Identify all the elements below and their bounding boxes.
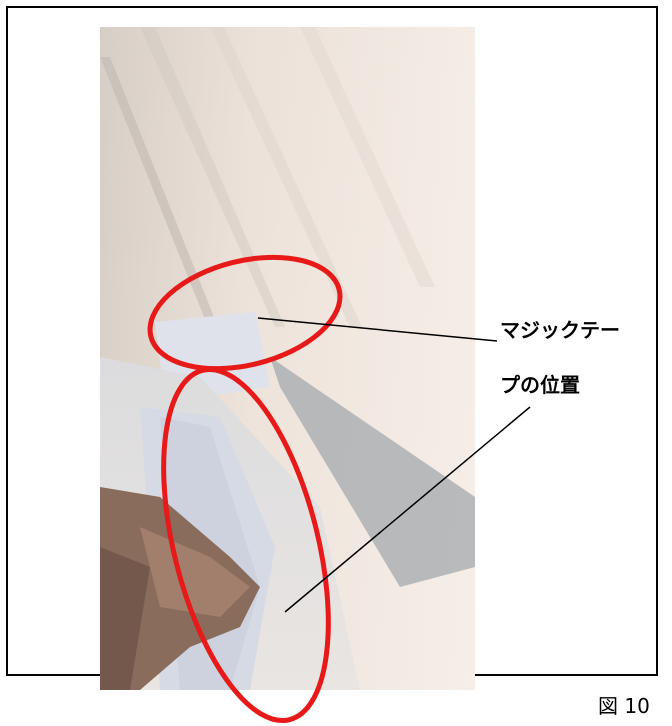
annotation-label-line2: プの位置 (500, 373, 580, 397)
curtain-photo-drawing (100, 27, 475, 690)
curtain-photo (100, 27, 475, 690)
figure-caption: 図 10 (598, 696, 650, 716)
annotation-label-line1: マジックテー (500, 318, 620, 342)
